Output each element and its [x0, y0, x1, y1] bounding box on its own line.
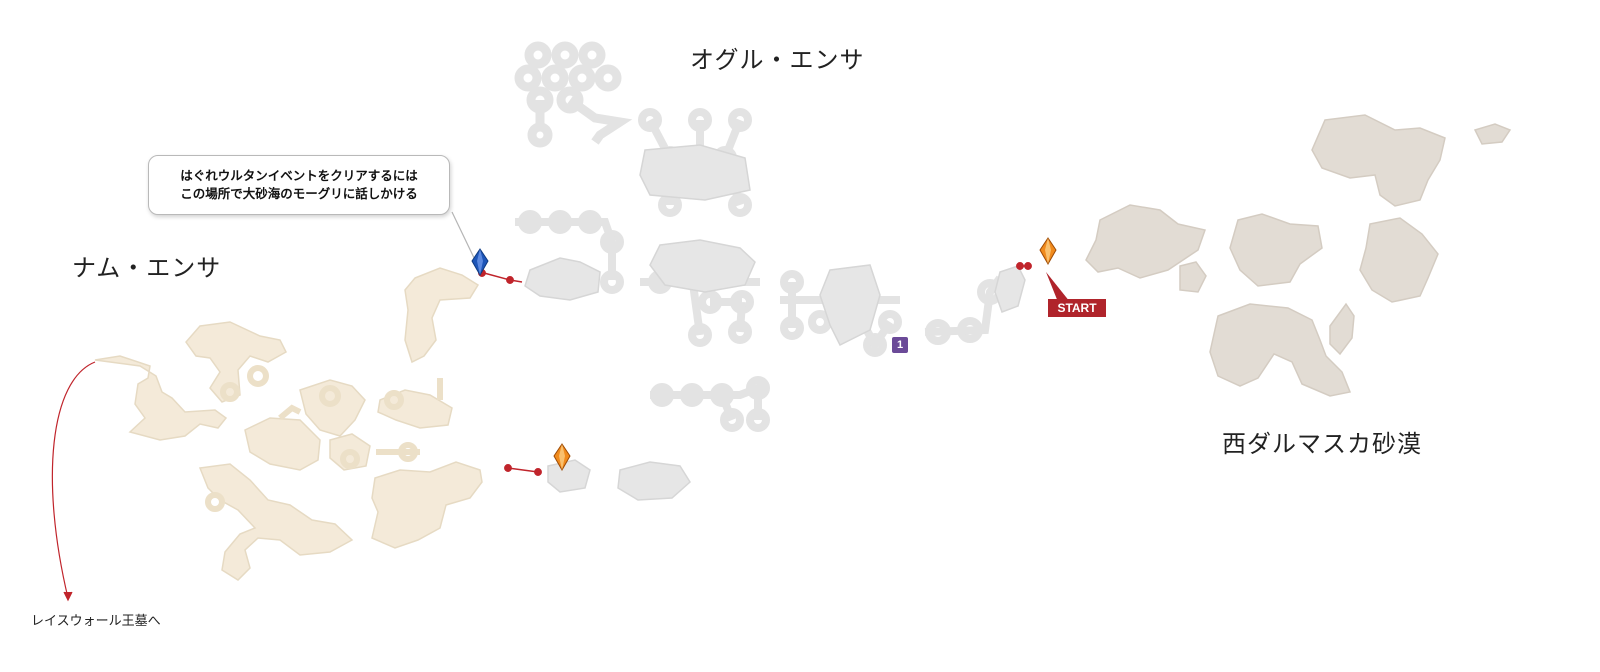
start-pointer-icon — [1046, 272, 1070, 302]
route-dot-icon — [504, 464, 512, 472]
callout-pointer — [451, 211, 477, 263]
callout-line-2: この場所で大砂海のモーグリに話しかける — [180, 186, 418, 201]
route-dot-icon — [534, 468, 542, 476]
save-crystal-orange-icon — [553, 443, 571, 472]
start-badge: START — [1048, 299, 1106, 317]
route-dot-icon — [1024, 262, 1032, 270]
moogle-callout: はぐれウルタンイベントをクリアするには この場所で大砂海のモーグリに話しかける — [148, 155, 450, 215]
exit-label-raithwall: レイスウォール王墓へ — [31, 614, 161, 629]
region-label-ogul-ensa: オグル・エンサ — [690, 46, 865, 74]
region-label-nam-ensa: ナム・エンサ — [72, 254, 222, 282]
route-connectors — [478, 262, 1032, 476]
save-crystal-blue-icon — [471, 248, 489, 277]
callout-line-1: はぐれウルタンイベントをクリアするには — [180, 168, 418, 183]
nam-ensa-area — [94, 267, 483, 581]
region-label-west-dalmasca: 西ダルマスカ砂漠 — [1222, 430, 1422, 458]
sign-icon: 1 — [892, 337, 908, 353]
ogul-ensa-area — [514, 41, 1026, 501]
save-crystal-orange-icon — [1039, 237, 1057, 266]
route-dot-icon — [506, 276, 514, 284]
desert-area — [1085, 114, 1512, 397]
exit-arrow — [51, 361, 96, 602]
route-dot-icon — [1016, 262, 1024, 270]
